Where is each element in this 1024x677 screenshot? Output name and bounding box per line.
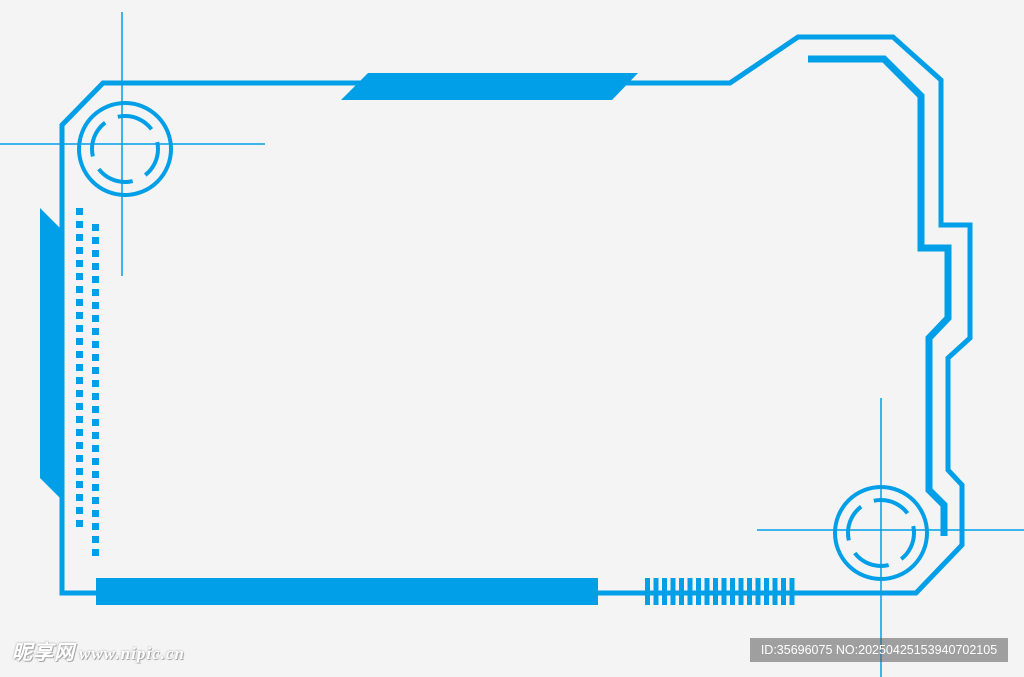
dot-right <box>92 536 99 543</box>
tick-mark <box>696 578 701 605</box>
frame-outline <box>59 34 973 596</box>
dot-right <box>92 471 99 478</box>
dot-right <box>92 497 99 504</box>
left-accent-bar <box>40 208 60 498</box>
dot-left <box>76 494 83 501</box>
dot-left <box>76 312 83 319</box>
tick-mark <box>730 578 735 605</box>
dot-left <box>76 390 83 397</box>
dot-right <box>92 354 99 361</box>
dot-right <box>92 406 99 413</box>
dot-left <box>76 364 83 371</box>
dot-right <box>92 224 99 231</box>
target-circle-bottom-right <box>833 485 929 581</box>
tick-mark <box>747 578 752 605</box>
dot-left <box>76 455 83 462</box>
dot-right <box>92 341 99 348</box>
tick-mark <box>721 578 727 605</box>
tick-mark <box>679 578 684 605</box>
dot-right <box>92 315 99 322</box>
target-circle-top-left <box>77 101 173 197</box>
tick-mark <box>738 578 744 605</box>
dot-right <box>92 393 99 400</box>
dot-left <box>76 299 83 306</box>
dot-left <box>76 416 83 423</box>
dot-left <box>76 221 83 228</box>
dot-left <box>76 520 83 527</box>
dot-left <box>76 286 83 293</box>
tick-mark <box>772 578 778 605</box>
dot-left <box>76 338 83 345</box>
dot-left <box>76 234 83 241</box>
dotted-column <box>76 208 99 556</box>
watermark-url: www.nipic.cn <box>79 644 185 663</box>
dot-left <box>76 403 83 410</box>
bottom-accent-bar <box>96 578 598 605</box>
tick-mark <box>653 578 659 605</box>
dot-right <box>92 419 99 426</box>
dot-right <box>92 328 99 335</box>
dot-left <box>76 507 83 514</box>
top-accent-bar <box>341 73 638 100</box>
tick-mark <box>781 578 786 605</box>
dot-right <box>92 458 99 465</box>
dot-right <box>92 263 99 270</box>
dot-left <box>76 468 83 475</box>
dot-left <box>76 442 83 449</box>
frame-inner-line <box>808 55 952 536</box>
dot-right <box>92 484 99 491</box>
dot-left <box>76 208 83 215</box>
dot-right <box>92 367 99 374</box>
dot-left <box>76 481 83 488</box>
tick-mark <box>764 578 769 605</box>
tick-mark <box>662 578 667 605</box>
tick-bar <box>645 578 795 605</box>
dot-left <box>76 260 83 267</box>
tick-mark <box>687 578 693 605</box>
watermark-site-name: 昵享网 <box>12 642 75 664</box>
dot-right <box>92 276 99 283</box>
dot-left <box>76 377 83 384</box>
dot-left <box>76 429 83 436</box>
dot-right <box>92 549 99 556</box>
dot-left <box>76 351 83 358</box>
tick-mark <box>755 578 761 605</box>
tick-mark <box>713 578 718 605</box>
tick-mark <box>645 578 650 605</box>
dot-left <box>76 247 83 254</box>
crosshair-bottom-right <box>757 398 1024 677</box>
dot-right <box>92 250 99 257</box>
watermark-id: ID:35696075 NO:20250425153940702105 <box>750 638 1008 662</box>
tick-mark <box>789 578 795 605</box>
dot-right <box>92 445 99 452</box>
dot-left <box>76 325 83 332</box>
crosshair-top-left <box>0 12 265 276</box>
dot-left <box>76 273 83 280</box>
dot-right <box>92 289 99 296</box>
dot-right <box>92 510 99 517</box>
dot-right <box>92 432 99 439</box>
tick-mark <box>704 578 710 605</box>
dot-right <box>92 380 99 387</box>
dot-right <box>92 523 99 530</box>
tick-mark <box>670 578 676 605</box>
dot-right <box>92 302 99 309</box>
dot-right <box>92 237 99 244</box>
